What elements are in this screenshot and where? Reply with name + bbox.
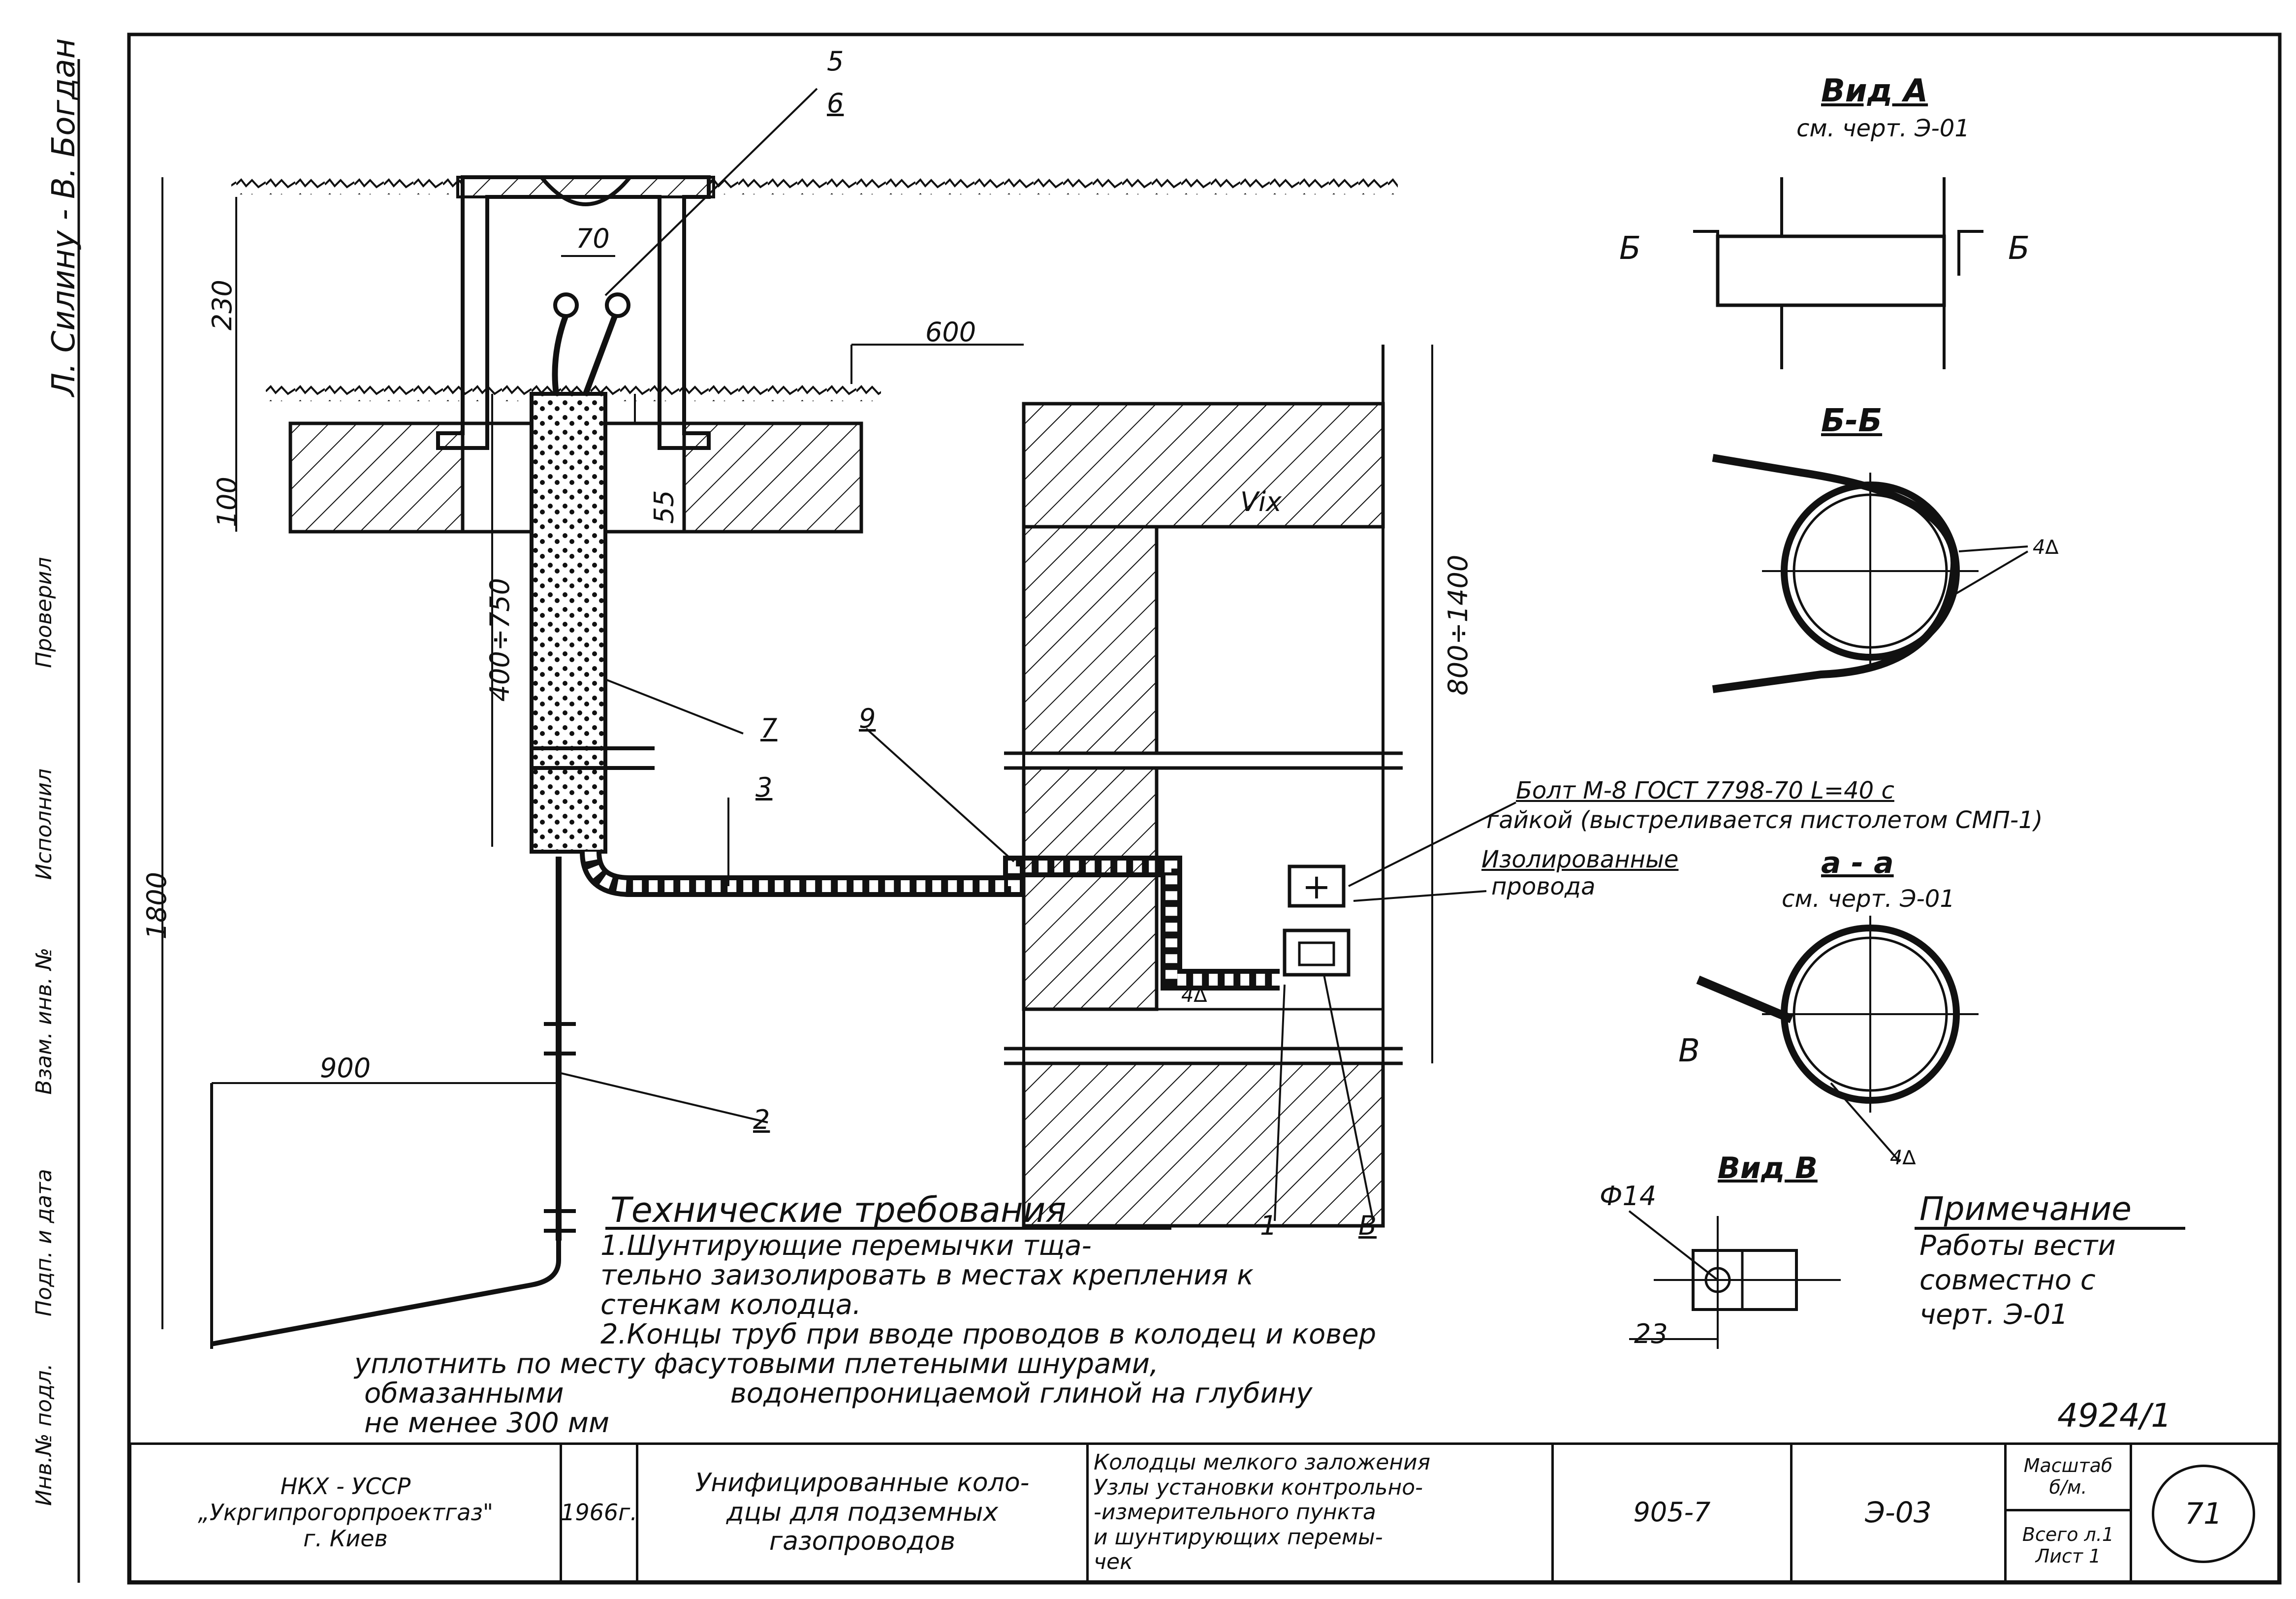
tb-cell-scale: Масштаб б/м.: [2004, 1442, 2132, 1511]
tb-year: 1966г.: [561, 1499, 637, 1526]
note-line-1: Работы вести: [1919, 1230, 2116, 1262]
hole-label: Vix: [1240, 486, 1282, 517]
tb-cell-description: Колодцы мелкого заложения Узлы установки…: [1086, 1442, 1554, 1583]
tech-req-line-1: 1.Шунтирующие перемычки тща-: [600, 1230, 1092, 1262]
annot-bolt-2: гайкой (выстреливается пистолетом СМП-1): [1486, 806, 2043, 834]
tb-org: НКХ - УССР „Укргипрогорпроектгаз" г. Кие…: [197, 1473, 494, 1552]
view-b-sketch: [1628, 1210, 1841, 1349]
svg-text:+: +: [1302, 866, 1331, 907]
side-stamp-label-2: Подп. и дата: [31, 1169, 57, 1317]
weld-mark-bb: 4∆: [2033, 536, 2059, 559]
weld-mark-well: 4∆: [1181, 984, 1207, 1007]
note-line-2: совместно с: [1919, 1264, 2096, 1296]
section-bb-sketch: [1712, 454, 2029, 693]
vertical-pipe: [530, 392, 607, 854]
ground-surface-right: [709, 175, 1398, 194]
annot-bolt-1: Болт М-8 ГОСТ 7798-70 L=40 с: [1516, 777, 1894, 804]
tech-req-line-2: тельно заизолировать в местах крепления …: [600, 1259, 1254, 1291]
leader-5: 5: [827, 46, 844, 77]
view-a-sketch: [1693, 177, 1983, 369]
weld-mark-aa: 4∆: [1890, 1147, 1916, 1169]
cable-leads: [552, 314, 618, 395]
tb-page-no: 71: [2184, 1497, 2223, 1531]
callout-B: В: [1358, 1210, 1377, 1241]
callout-3: 3: [755, 772, 773, 803]
side-stamp-label-1: Инв.№ подл.: [31, 1363, 57, 1506]
slab-right: [682, 421, 863, 534]
section-aa-title: а - а: [1821, 846, 1894, 880]
dim-230: 230: [206, 280, 238, 331]
tb-cell-year: 1966г.: [560, 1442, 638, 1583]
carpet-cover: [436, 175, 715, 450]
dim-phi14: Ф14: [1600, 1181, 1657, 1212]
dim-1800: 1800: [141, 871, 173, 940]
annot-wire-2: провода: [1491, 873, 1596, 900]
side-stamp-label-5: Проверил: [31, 557, 57, 668]
well-wall: [1004, 345, 1403, 1228]
dim-600: 600: [925, 317, 976, 348]
dim-900: 900: [320, 1053, 371, 1084]
section-aa-sketch: [1696, 916, 1979, 1163]
dim-23: 23: [1634, 1318, 1668, 1349]
dim-55: 55: [648, 490, 680, 524]
tb-series-title: Унифицированные коло- дцы для подземных …: [695, 1468, 1030, 1557]
tb-cell-series: 905-7: [1551, 1442, 1793, 1583]
slab-left: [288, 421, 465, 534]
tech-req-title: Технические требования: [610, 1190, 1067, 1230]
view-b-title: Вид В: [1718, 1151, 1818, 1185]
tech-req-line-7: не менее 300 мм: [364, 1407, 610, 1439]
tech-req-line-4: 2.Концы труб при вводе проводов в колоде…: [600, 1318, 1377, 1350]
side-stamp-label-3: Взам. инв. №: [31, 947, 57, 1095]
note-title: Примечание: [1919, 1190, 2132, 1228]
callout-7: 7: [760, 713, 778, 744]
callout-2: 2: [753, 1104, 770, 1135]
view-a-letter-left: Б: [1619, 230, 1641, 267]
ground-surface-left: [231, 175, 463, 194]
tb-series: 905-7: [1633, 1497, 1711, 1528]
tb-drawing-no: Э-03: [1865, 1496, 1932, 1530]
tb-scale: Масштаб б/м.: [2023, 1455, 2113, 1498]
callout-1: 1: [1260, 1210, 1277, 1241]
view-a-title: Вид А: [1821, 73, 1928, 109]
tb-cell-page: 71: [2130, 1442, 2280, 1583]
drawing-frame: [127, 32, 2282, 1585]
kip-box-upper: [1288, 864, 1346, 908]
tb-description: Колодцы мелкого заложения Узлы установки…: [1094, 1450, 1431, 1575]
page-number-circle: 71: [2152, 1465, 2255, 1563]
annot-wire-1: Изолированные: [1481, 846, 1679, 873]
dim-800-1400: 800÷1400: [1443, 554, 1474, 696]
tb-sheets: Всего л.1 Лист 1: [2022, 1524, 2114, 1567]
tech-req-line-5: уплотнить по месту фасутовыми плетеными …: [354, 1348, 1159, 1380]
dim-400-750: 400÷750: [484, 578, 515, 702]
tb-cell-drawing-no: Э-03: [1790, 1442, 2007, 1583]
dim-70: 70: [576, 223, 610, 254]
section-aa-letter: В: [1678, 1033, 1700, 1069]
tech-req-line-6: обмазанными водонепроницаемой глиной на …: [364, 1377, 1313, 1409]
leader-6: 6: [827, 88, 844, 119]
tb-cell-sheets: Всего л.1 Лист 1: [2004, 1509, 2132, 1583]
side-signature-text: Л. Силину - В. Богдан: [45, 38, 82, 397]
dim-100: 100: [211, 477, 243, 528]
tb-cell-series-title: Унифицированные коло- дцы для подземных …: [636, 1442, 1089, 1583]
callout-9: 9: [859, 703, 876, 734]
section-aa-ref: см. черт. Э-01: [1782, 885, 1955, 913]
side-stamp-label-4: Исполнил: [31, 768, 57, 880]
view-a-ref: см. черт. Э-01: [1796, 115, 1970, 142]
lower-pipe-bend: [211, 1241, 561, 1346]
sheet-code: 4924/1: [2057, 1397, 2172, 1435]
section-bb-title: Б-Б: [1821, 403, 1883, 439]
tb-cell-org: НКХ - УССР „Укргипрогорпроектгаз" г. Кие…: [129, 1442, 562, 1583]
view-a-letter-right: Б: [2008, 230, 2030, 267]
tech-req-line-3: стенкам колодца.: [600, 1289, 861, 1321]
kip-box-lower: [1283, 928, 1351, 977]
note-line-3: черт. Э-01: [1919, 1299, 2068, 1331]
